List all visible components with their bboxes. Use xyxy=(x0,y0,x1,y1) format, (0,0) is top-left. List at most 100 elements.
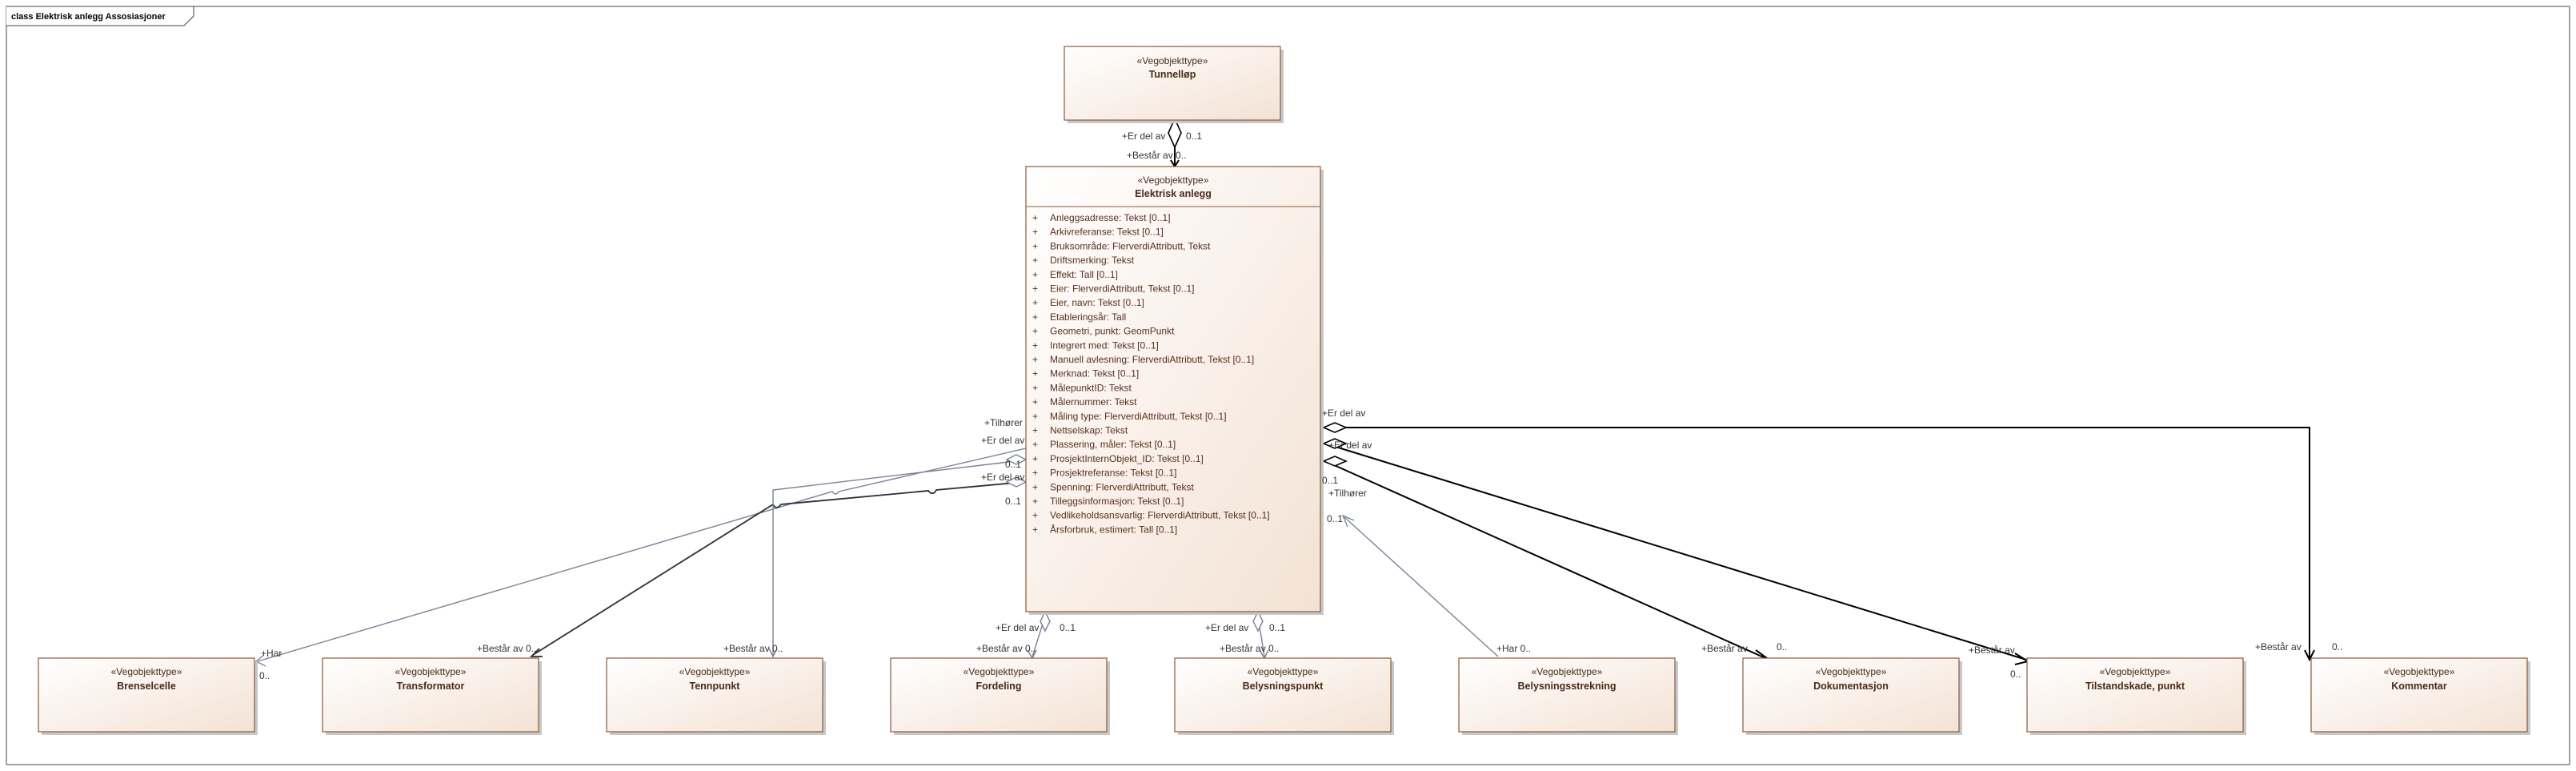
class-name: Dokumentasjon xyxy=(1813,681,1889,692)
aggregation-diamond-belysningspunkt xyxy=(1252,610,1264,632)
attribute-visibility: + xyxy=(1032,396,1038,408)
attribute-item: Merknad: Tekst [0..1] xyxy=(1050,368,1139,379)
diagram-frame xyxy=(6,6,2570,765)
attribute-visibility: + xyxy=(1032,453,1038,464)
attribute-visibility: + xyxy=(1032,439,1038,450)
role-label: +Består av xyxy=(1701,643,1748,654)
class-name: Fordeling xyxy=(976,681,1022,692)
attribute-list: +Anleggsadresse: Tekst [0..1]+Arkivrefer… xyxy=(1032,212,1270,535)
attribute-item: ProsjektInternObjekt_ID: Tekst [0..1] xyxy=(1050,453,1204,464)
role-label: +Er del av xyxy=(1322,408,1365,419)
stereotype-label: «Vegobjekttype» xyxy=(1816,666,1887,677)
multiplicity-label: 0..1 xyxy=(1005,459,1021,470)
role-label: +Er del av xyxy=(1328,440,1372,451)
connector-brenselcelle[interactable] xyxy=(257,448,1027,662)
class-name: Kommentar xyxy=(2391,681,2447,692)
attribute-visibility: + xyxy=(1032,240,1038,251)
class-name: Tennpunkt xyxy=(690,681,741,692)
role-label: +Er del av xyxy=(981,435,1024,446)
role-label: +Tilhører xyxy=(984,417,1023,428)
multiplicity-label: 0..1 xyxy=(1186,131,1202,142)
attribute-item: Prosjektreferanse: Tekst [0..1] xyxy=(1050,468,1177,479)
arrowhead-transformator xyxy=(529,648,543,657)
connector-dokumentasjon[interactable] xyxy=(1324,460,1766,659)
arrowhead-kommentar xyxy=(2304,649,2315,662)
connector-belysningsstrekning[interactable] xyxy=(1344,516,1499,657)
attribute-visibility: + xyxy=(1032,326,1038,337)
arrowhead-belysningsstrekning xyxy=(1341,514,1355,528)
attribute-item: Eier: FlerverdiAttributt, Tekst [0..1] xyxy=(1050,283,1195,295)
class-box-dokumentasjon[interactable]: «Vegobjekttype» Dokumentasjon xyxy=(1742,657,1962,735)
attribute-item: Nettselskap: Tekst xyxy=(1050,425,1128,436)
class-box-tunnellop[interactable]: «Vegobjekttype» Tunnelløp xyxy=(1064,46,1284,123)
class-box-belysningspunkt[interactable]: «Vegobjekttype» Belysningspunkt xyxy=(1174,657,1394,735)
multiplicity-label: 0.. xyxy=(1777,641,1787,653)
attribute-item: Geometri, punkt: GeomPunkt xyxy=(1050,326,1175,337)
class-box-elektrisk-anlegg[interactable]: «Vegobjekttype» Elektrisk anlegg +Anlegg… xyxy=(1025,166,1324,615)
attribute-item: Årsforbruk, estimert: Tall [0..1] xyxy=(1050,523,1177,535)
attribute-visibility: + xyxy=(1032,411,1038,422)
stereotype-label: «Vegobjekttype» xyxy=(2384,666,2455,677)
class-box-kommentar[interactable]: «Vegobjekttype» Kommentar xyxy=(2310,657,2530,735)
attribute-visibility: + xyxy=(1032,468,1038,479)
stereotype-label: «Vegobjekttype» xyxy=(1532,666,1603,677)
connector-transformator[interactable] xyxy=(532,481,1025,656)
attribute-visibility: + xyxy=(1032,481,1038,492)
aggregation-diamond-tilstandskade xyxy=(1321,438,1348,449)
connector-tilstandskade[interactable] xyxy=(1324,443,2027,661)
class-box-belysningsstrekning[interactable]: «Vegobjekttype» Belysningsstrekning xyxy=(1458,657,1678,735)
role-label: +Består av xyxy=(1969,645,2015,656)
stereotype-label: «Vegobjekttype» xyxy=(1248,666,1319,677)
aggregation-diamond-kommentar xyxy=(1321,422,1348,433)
arrowhead-tennpunkt xyxy=(768,648,778,658)
aggregation-diamond-fordeling xyxy=(1040,610,1051,632)
attribute-visibility: + xyxy=(1032,524,1038,535)
aggregation-diamond-top xyxy=(1168,117,1182,149)
attribute-visibility: + xyxy=(1032,425,1038,436)
multiplicity-label: 0.. xyxy=(2010,669,2021,680)
attribute-item: Spenning: FlerverdiAttributt, Tekst xyxy=(1050,481,1195,492)
multiplicity-label: 0..1 xyxy=(1060,622,1076,633)
class-box-tilstandskade-punkt[interactable]: «Vegobjekttype» Tilstandskade, punkt xyxy=(2026,657,2246,735)
role-label: +Har xyxy=(261,648,282,659)
attribute-item: Eier, navn: Tekst [0..1] xyxy=(1050,297,1144,308)
attribute-item: Plassering, måler: Tekst [0..1] xyxy=(1050,439,1176,450)
class-name: Belysningspunkt xyxy=(1243,681,1324,692)
stereotype-label: «Vegobjekttype» xyxy=(395,666,467,677)
attribute-visibility: + xyxy=(1032,297,1038,308)
class-box-fordeling[interactable]: «Vegobjekttype» Fordeling xyxy=(890,657,1110,735)
attribute-item: Tilleggsinformasjon: Tekst [0..1] xyxy=(1050,496,1184,507)
class-box-tennpunkt[interactable]: «Vegobjekttype» Tennpunkt xyxy=(606,657,826,735)
class-name: Transformator xyxy=(397,681,465,692)
class-box-transformator[interactable]: «Vegobjekttype» Transformator xyxy=(322,657,542,735)
class-name: Elektrisk anlegg xyxy=(1135,188,1212,199)
attribute-item: Bruksområde: FlerverdiAttributt, Tekst xyxy=(1050,240,1211,251)
attribute-item: Manuell avlesning: FlerverdiAttributt, T… xyxy=(1050,354,1254,365)
aggregation-diamond-transformator xyxy=(1005,476,1028,488)
role-label: +Har 0.. xyxy=(1496,643,1531,654)
connector-kommentar[interactable] xyxy=(1325,427,2310,658)
attribute-visibility: + xyxy=(1032,311,1038,323)
attribute-visibility: + xyxy=(1032,283,1038,295)
aggregation-diamond-tennpunkt xyxy=(1005,454,1028,465)
attribute-visibility: + xyxy=(1032,227,1038,238)
attribute-visibility: + xyxy=(1032,339,1038,351)
role-label: +Er del av xyxy=(1122,131,1165,142)
attribute-item: Etableringsår: Tall xyxy=(1050,311,1126,323)
attribute-visibility: + xyxy=(1032,212,1038,223)
role-label: +Tilhører xyxy=(1328,488,1367,499)
multiplicity-label: 0.. xyxy=(259,670,270,681)
aggregation-diamond-dokumentasjon xyxy=(1321,456,1348,467)
attribute-visibility: + xyxy=(1032,382,1038,393)
connector-tennpunkt[interactable] xyxy=(772,459,1025,655)
class-box-brenselcelle[interactable]: «Vegobjekttype» Brenselcelle xyxy=(38,657,258,735)
attribute-item: Måling type: FlerverdiAttributt, Tekst [… xyxy=(1050,411,1227,422)
multiplicity-label: 0..1 xyxy=(1327,513,1343,524)
class-name: Tunnelløp xyxy=(1149,69,1196,80)
stereotype-label: «Vegobjekttype» xyxy=(679,666,751,677)
attribute-visibility: + xyxy=(1032,368,1038,379)
stereotype-label: «Vegobjekttype» xyxy=(1138,175,1209,186)
attribute-visibility: + xyxy=(1032,255,1038,266)
multiplicity-label: 0..1 xyxy=(1005,496,1021,507)
